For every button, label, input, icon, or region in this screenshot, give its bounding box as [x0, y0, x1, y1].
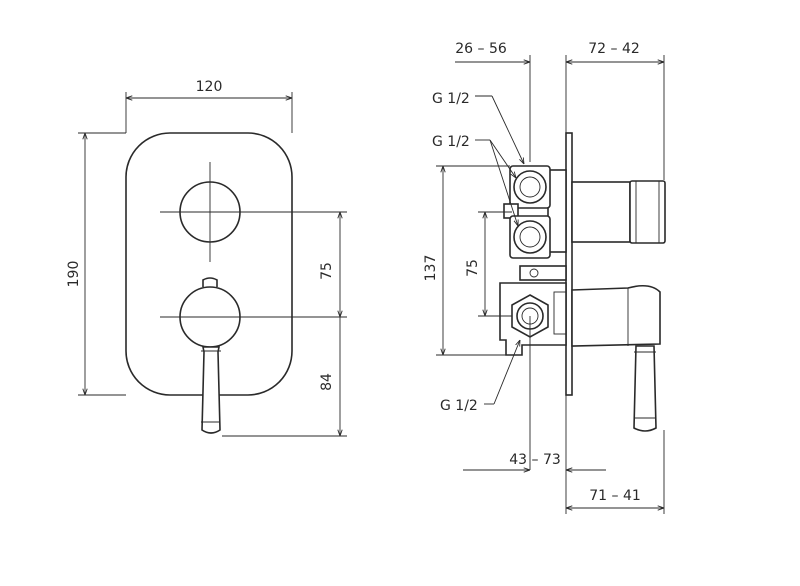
valve-housing-neck — [519, 265, 567, 281]
top-left-label: 26 – 56 — [455, 41, 507, 57]
thread-leader-1 — [491, 95, 524, 164]
top-right-label: 72 – 42 — [588, 41, 640, 57]
upper-knob-side — [629, 180, 666, 244]
neck-screw — [529, 268, 539, 278]
thread-leader-3 — [493, 340, 520, 405]
side-height-label: 137 — [423, 255, 439, 282]
side-center-distance-label: 75 — [465, 259, 481, 277]
middle-connector-inner — [519, 226, 541, 248]
thread-label-3: G 1/2 — [440, 398, 478, 414]
side-wall-plate — [565, 132, 573, 396]
front-view: 120 190 75 84 — [66, 79, 347, 437]
upper-connector-body — [509, 165, 551, 209]
lower-offset-label: 84 — [319, 373, 335, 391]
side-lever-handle — [633, 345, 657, 432]
thread-label-1: G 1/2 — [432, 91, 470, 107]
middle-connector-body — [509, 215, 551, 259]
lower-cartridge-body — [571, 284, 661, 347]
bottom-right-label: 71 – 41 — [589, 488, 641, 504]
middle-connector-outer — [513, 220, 547, 254]
lever-handle — [201, 346, 221, 434]
lower-knob-top-notch — [202, 277, 218, 287]
upper-connector-outer — [513, 170, 547, 204]
thread-leader-2b — [489, 139, 518, 226]
thread-leader-2a — [489, 139, 516, 178]
thread-label-2: G 1/2 — [432, 134, 470, 150]
side-view: 26 – 56 72 – 42 137 — [423, 41, 666, 514]
bottom-left-label: 43 – 73 — [509, 452, 561, 468]
lower-housing-flange — [553, 291, 567, 335]
height-label: 190 — [66, 261, 82, 288]
upper-connector-inner — [519, 176, 541, 198]
front-center-distance-label: 75 — [319, 262, 335, 280]
valve-housing-upper — [547, 169, 567, 253]
width-label: 120 — [196, 79, 223, 95]
upper-cartridge-body — [571, 181, 631, 243]
